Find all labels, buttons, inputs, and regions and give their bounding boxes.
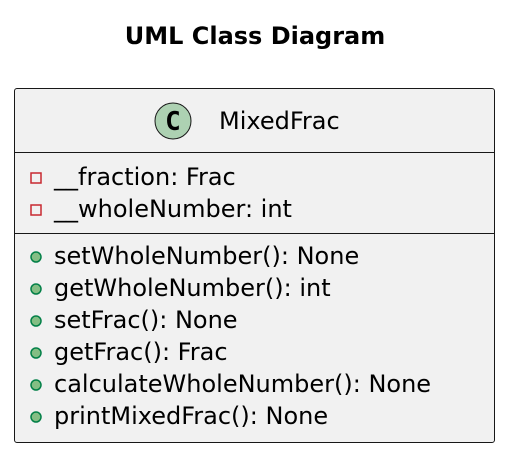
diagram-title: UML Class Diagram [124, 22, 386, 50]
public-visibility-icon [30, 411, 42, 423]
operation-text: printMixedFrac(): None [54, 402, 329, 430]
attributes-compartment: __fraction: Frac __wholeNumber: int [15, 153, 494, 234]
operations-compartment: setWholeNumber(): None getWholeNumber():… [15, 234, 494, 442]
attribute-text: __fraction: Frac [54, 163, 236, 191]
operation-row: getWholeNumber(): int [15, 272, 494, 304]
public-visibility-icon [30, 379, 42, 391]
attribute-row: __wholeNumber: int [15, 193, 494, 225]
attribute-row: __fraction: Frac [15, 161, 494, 193]
class-stereotype-letter: C [165, 107, 181, 137]
public-visibility-icon [30, 315, 42, 327]
public-visibility-icon [30, 251, 42, 263]
class-header: C MixedFrac [15, 89, 494, 153]
public-visibility-icon [30, 347, 42, 359]
operation-row: getFrac(): Frac [15, 336, 494, 368]
class-stereotype-circle [154, 102, 192, 140]
operation-text: getFrac(): Frac [54, 338, 228, 366]
public-visibility-icon [30, 283, 42, 295]
private-visibility-icon [30, 172, 42, 184]
operation-row: printMixedFrac(): None [15, 400, 494, 432]
operation-text: calculateWholeNumber(): None [54, 370, 432, 398]
class-stereotype-icon: C [154, 102, 192, 140]
operation-text: setFrac(): None [54, 306, 238, 334]
operation-row: setWholeNumber(): None [15, 240, 494, 272]
operation-row: setFrac(): None [15, 304, 494, 336]
operation-row: calculateWholeNumber(): None [15, 368, 494, 400]
operation-text: getWholeNumber(): int [54, 274, 331, 302]
private-visibility-icon [30, 204, 42, 216]
class-name: MixedFrac [219, 107, 340, 135]
operation-text: setWholeNumber(): None [54, 242, 360, 270]
class-box-mixedfrac[interactable]: C MixedFrac __fraction: Frac __wholeNumb… [14, 88, 495, 443]
attribute-text: __wholeNumber: int [54, 195, 292, 223]
